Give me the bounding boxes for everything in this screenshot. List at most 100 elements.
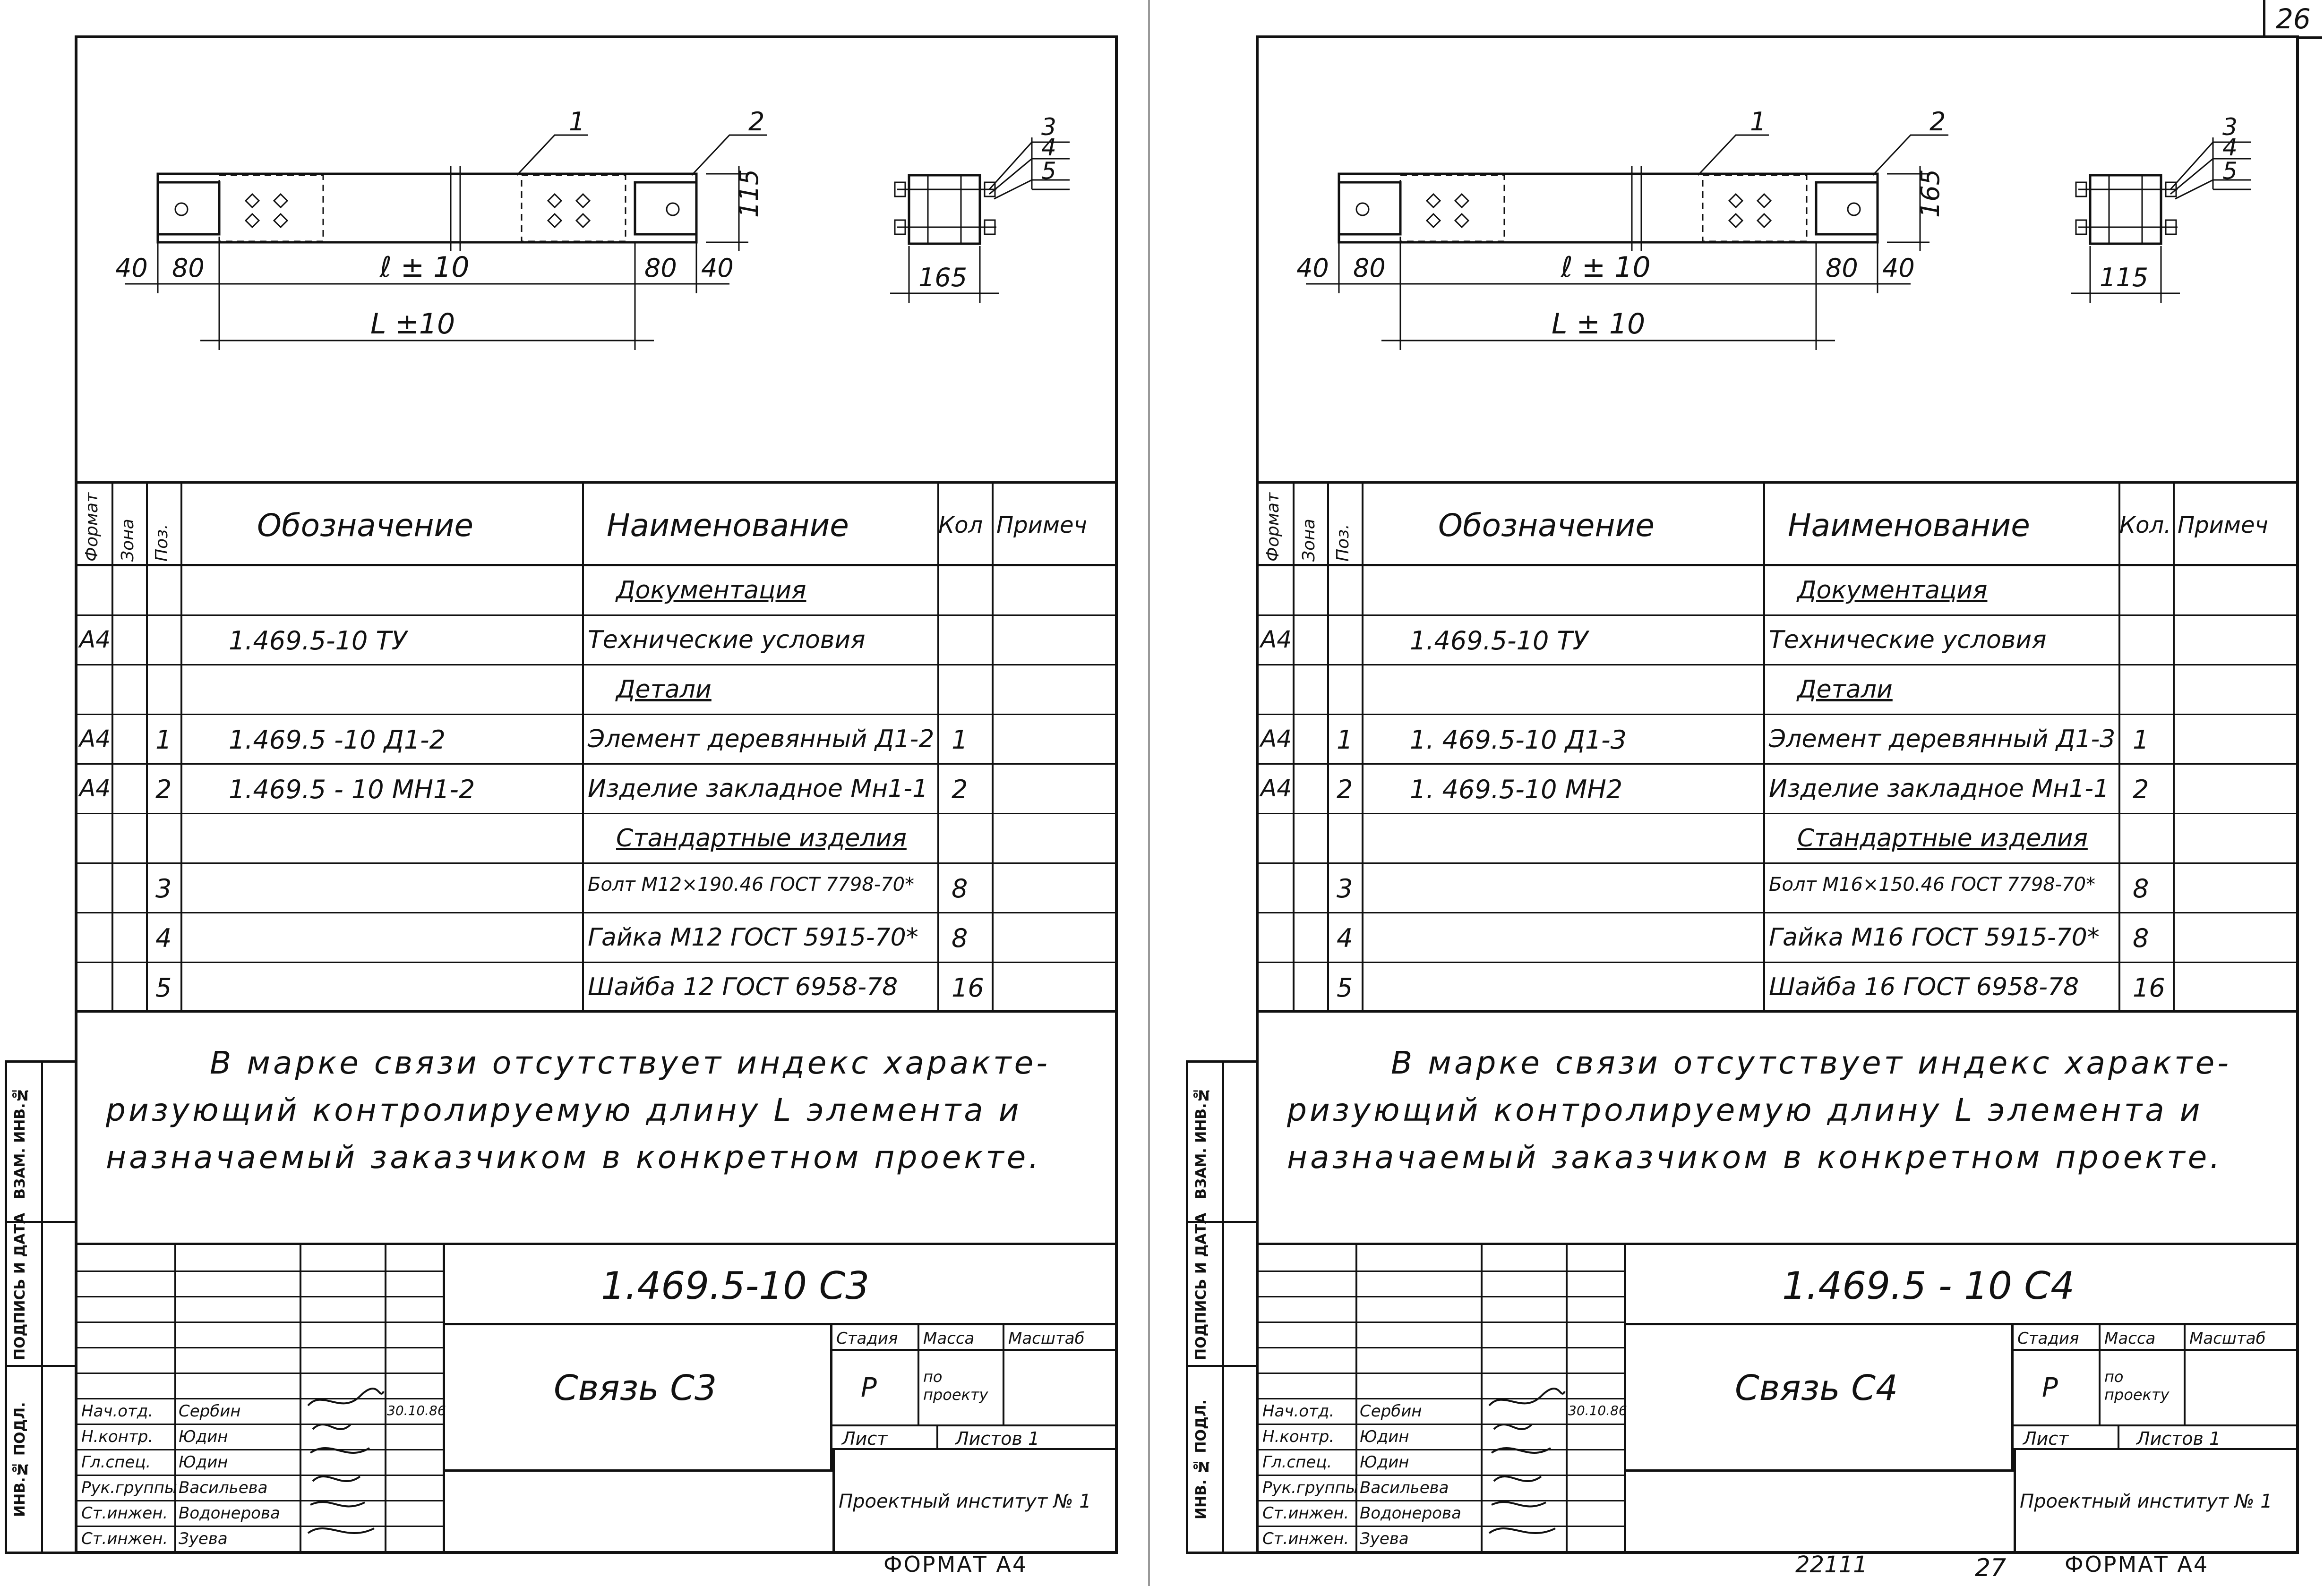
sig-row-line xyxy=(77,1322,445,1323)
spec-pos: 2 xyxy=(1337,774,1353,804)
sig-row-line xyxy=(77,1475,445,1476)
document-title: Связь С3 xyxy=(554,1368,717,1408)
sig-name: Юдин xyxy=(179,1427,228,1446)
note-text: В марке связи отсутствует индекс характе… xyxy=(1287,1040,2289,1181)
stage-mass-scale: Стадия Масса Масштаб Р по проекту Лист Л… xyxy=(2014,1325,2296,1472)
end-plate-left xyxy=(1338,181,1402,236)
sig-role: Ст.инжен. xyxy=(81,1529,168,1548)
spec-header-row xyxy=(77,484,1115,566)
spec-pos: 4 xyxy=(1337,923,1353,953)
sig-row-line xyxy=(1259,1424,1626,1425)
sig-row-line xyxy=(1259,1322,1626,1323)
sig-name: Юдин xyxy=(1360,1453,1409,1472)
dim-width: 165 xyxy=(918,263,967,292)
code-cell: 1.469.5 - 10 С4 xyxy=(1626,1245,2296,1325)
sig-name: Юдин xyxy=(179,1453,228,1472)
spec-designation: 1.469.5 -10 Д1-2 xyxy=(229,725,446,755)
spec-qty: 16 xyxy=(2133,972,2165,1003)
callout-2: 2 xyxy=(748,107,764,136)
spec-name: Технические условия xyxy=(588,625,866,654)
title-cell: Связь С4 xyxy=(1626,1325,2014,1472)
sig-row-line xyxy=(77,1449,445,1450)
sig-role: Ст.инжен. xyxy=(81,1504,168,1523)
header-pos: Поз. xyxy=(1333,524,1353,562)
stage-value: Р xyxy=(861,1373,877,1403)
spec-name: Стандартные изделия xyxy=(616,824,907,853)
spec-qty: 8 xyxy=(2133,923,2149,953)
callout-5: 5 xyxy=(2222,157,2238,185)
col-line xyxy=(937,484,939,1010)
note-line: В марке связи отсутствует индекс характе… xyxy=(1391,1045,2232,1081)
sig-row-line xyxy=(1259,1373,1626,1374)
note-line: назначаемый заказчиком в конкретном прое… xyxy=(106,1139,1042,1176)
spec-designation: 1. 469.5-10 Д1-3 xyxy=(1410,725,1627,755)
spec-name: Гайка М16 ГОСТ 5915-70* xyxy=(1769,923,2100,952)
header-zone: Зона xyxy=(1299,519,1319,562)
note-line: ризующий контролируемую длину L элемента… xyxy=(106,1092,1022,1128)
spec-designation: 1.469.5 - 10 МН1-2 xyxy=(229,774,475,804)
spec-pos: 4 xyxy=(155,923,172,953)
sig-role: Рук.группы xyxy=(81,1478,177,1497)
spec-name: Изделие закладное Мн1-1 xyxy=(1769,774,2110,803)
spec-name: Болт М12×190.46 ГОСТ 7798-70* xyxy=(588,873,915,895)
spec-name: Документация xyxy=(1797,576,1988,605)
sig-name: Юдин xyxy=(1360,1427,1409,1446)
sheets-label: Листов 1 xyxy=(2136,1428,2221,1449)
side-label-vzam: ВЗАМ. ИНВ.№ xyxy=(12,1086,28,1200)
stage-value: Р xyxy=(2042,1373,2058,1403)
format-label: ФОРМАТ А4 xyxy=(2065,1552,2209,1577)
col-line xyxy=(146,484,148,1010)
callout-1: 1 xyxy=(569,107,585,136)
dim-40-right: 40 xyxy=(701,253,734,283)
dim-L: L ±10 xyxy=(370,307,455,341)
header-designation: Обозначение xyxy=(1438,507,1655,544)
spec-pos: 3 xyxy=(155,873,172,904)
header-name: Наименование xyxy=(607,507,849,544)
sig-role: Рук.группы xyxy=(1262,1478,1358,1497)
sig-role: Нач.отд. xyxy=(81,1402,154,1421)
sig-row-line xyxy=(1259,1271,1626,1272)
dim-80-right: 80 xyxy=(644,253,677,283)
document-title: Связь С4 xyxy=(1735,1368,1898,1408)
mass-value: по проекту xyxy=(2104,1368,2170,1404)
title-cell: Связь С3 xyxy=(445,1325,832,1472)
mass-label: Масса xyxy=(923,1329,975,1348)
wood-element xyxy=(1338,172,1879,244)
spec-row: Документация xyxy=(77,566,1115,616)
sig-row-line xyxy=(77,1398,445,1399)
scale-label: Масштаб xyxy=(2189,1329,2266,1348)
dim-width: 115 xyxy=(2100,263,2148,292)
format-label: ФОРМАТ А4 xyxy=(883,1552,1028,1577)
spec-name: Документация xyxy=(616,576,806,605)
col-line xyxy=(992,484,994,1010)
sig-row-line xyxy=(77,1271,445,1272)
dim-40-left: 40 xyxy=(1296,253,1329,283)
sig-row-line xyxy=(77,1526,445,1527)
sig-role: Нач.отд. xyxy=(1262,1402,1335,1421)
sig-date: 30.10.86 xyxy=(1568,1403,1627,1418)
spec-pos: 5 xyxy=(155,972,172,1003)
embedded-part-right xyxy=(521,174,626,242)
stage-label: Стадия xyxy=(2017,1329,2079,1348)
side-strip: ВЗАМ. ИНВ.№ ПОДПИСЬ И ДАТА ИНВ. № ПОДЛ. xyxy=(1186,1060,1258,1554)
spec-row: Детали xyxy=(77,665,1115,715)
sig-row-line xyxy=(1259,1449,1626,1450)
dim-40-left: 40 xyxy=(115,253,148,283)
sig-row-line xyxy=(1259,1500,1626,1501)
callout-2: 2 xyxy=(1930,107,1946,136)
section-view xyxy=(908,174,981,245)
spec-header-row xyxy=(1259,484,2296,566)
spec-pos: 2 xyxy=(155,774,172,804)
callout-4: 4 xyxy=(2222,134,2238,161)
document-code: 1.469.5 - 10 С4 xyxy=(1782,1264,2075,1308)
header-note: Примеч xyxy=(2178,512,2268,538)
sig-row-line xyxy=(1259,1296,1626,1297)
col-line xyxy=(1327,484,1329,1010)
spec-qty: 8 xyxy=(2133,873,2149,904)
